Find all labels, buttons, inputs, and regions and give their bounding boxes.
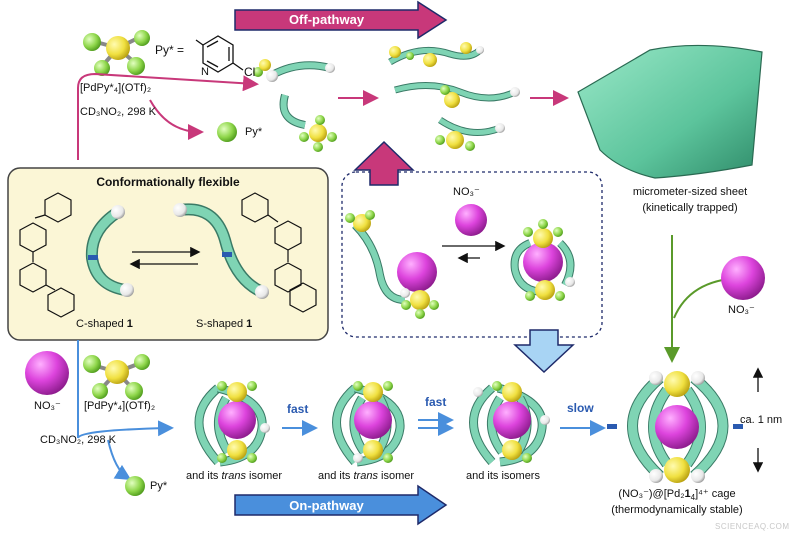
cage-formula-sub: 4 — [690, 493, 696, 503]
cage-formula: (NO₃⁻)@[Pd₂14]⁴⁺ cage — [582, 488, 772, 504]
micrometer-sheet-graphic — [577, 44, 763, 179]
final-cage — [607, 371, 743, 483]
py-star-sphere-top — [217, 122, 237, 142]
c-shaped-ligand-model — [85, 205, 134, 297]
isomer-2-italic: trans — [353, 470, 378, 482]
off-pathway-intermediate-2 — [388, 42, 520, 151]
py-release-arrow-top — [149, 99, 204, 140]
isomer-1-italic: trans — [221, 470, 246, 482]
pd-complex-top-icon — [83, 30, 150, 76]
sheet-label-line2: (kinetically trapped) — [642, 202, 738, 214]
nitrate-sphere-left — [25, 351, 69, 395]
s-shaped-label: S-shaped 1 — [196, 318, 252, 331]
cage-formula-prefix: (NO₃⁻)@[Pd₂ — [618, 488, 685, 500]
to-off-pathway-arrow — [353, 140, 415, 186]
py-star-sphere-bottom — [125, 476, 145, 496]
nitrate-ligand-intermediate-right — [510, 219, 575, 301]
isomer-1-prefix: and its — [186, 470, 219, 482]
py-star-bottom-label: Py* — [150, 480, 168, 492]
py-release-arrow-bottom — [107, 439, 132, 481]
ligand-box-title: Conformationally flexible — [96, 175, 240, 189]
nitrate-ligand-intermediate-left — [345, 210, 439, 319]
isomer-label-2: and its trans isomer — [318, 470, 414, 483]
isomer-label-1: and its trans isomer — [186, 470, 282, 483]
slow-label: slow — [567, 401, 594, 415]
off-pathway-arrow-1 — [77, 72, 259, 160]
off-pathway-intermediate-1 — [253, 59, 337, 152]
solvent-top-label: CD₃NO₂, 298 K — [80, 106, 156, 118]
isomer-2-suffix: isomer — [381, 470, 415, 482]
s-shaped-ligand-model — [173, 203, 269, 299]
off-pathway-label: Off-pathway — [288, 12, 365, 27]
pd-complex-bottom-label: [PdPy*₄](OTf)₂ — [84, 400, 156, 412]
on-pathway-arrow-1 — [77, 420, 174, 439]
cage-intermediate-2 — [332, 381, 405, 467]
isomer-2-prefix: and its — [318, 470, 351, 482]
watermark: SCIENCEAQ.COM — [715, 522, 790, 531]
nitrate-sphere-right — [721, 256, 765, 300]
cage-formula-ligand: 1 — [684, 488, 691, 500]
c-shaped-label: C-shaped 1 — [76, 318, 133, 331]
py-star-top-label: Py* — [245, 126, 263, 138]
on-pathway-banner-arrow — [234, 484, 448, 526]
sheet-label-line1: micrometer-sized sheet — [632, 186, 748, 198]
pd-complex-top-label: [PdPy*₄](OTf)₂ — [80, 82, 152, 94]
solvent-bottom-label: CD₃NO₂, 298 K — [40, 434, 116, 446]
nitrate-sphere-center — [455, 204, 487, 236]
s-shaped-ligand-structure — [241, 192, 317, 313]
cage-intermediate-1 — [194, 381, 270, 467]
c-shaped-prefix: C-shaped — [76, 318, 124, 330]
s-shaped-prefix: S-shaped — [196, 318, 244, 330]
chloro-label: Cl — [244, 65, 256, 79]
fast-label-1: fast — [287, 402, 309, 416]
pyridine-n-label: N — [201, 66, 209, 78]
cage-formula-suffix: ]⁴⁺ cage — [695, 488, 736, 500]
cage-stability-label: (thermodynamically stable) — [611, 504, 743, 516]
to-on-pathway-arrow — [513, 329, 575, 374]
py-star-definition: Py* = — [155, 43, 185, 57]
cage-intermediate-3 — [469, 381, 550, 467]
fast-label-2: fast — [425, 395, 447, 409]
cage-size-label: ca. 1 nm — [740, 414, 783, 426]
on-pathway-label: On-pathway — [289, 498, 364, 513]
isomer-1-suffix: isomer — [249, 470, 283, 482]
nitrate-center-label: NO₃⁻ — [453, 186, 480, 198]
ligand-box-frame — [7, 167, 329, 341]
isomer-label-3: and its isomers — [466, 470, 540, 482]
s-shaped-number: 1 — [246, 318, 253, 330]
c-shaped-number: 1 — [126, 318, 133, 330]
off-pathway-banner-arrow — [234, 0, 448, 40]
nitrate-left-label: NO₃⁻ — [34, 400, 61, 412]
equilibrium-dashed-box — [341, 171, 603, 338]
c-shaped-ligand-structure — [19, 192, 75, 318]
pd-complex-bottom-icon — [83, 354, 150, 400]
chloropyridine-structure — [195, 35, 244, 73]
nitrate-right-label: NO₃⁻ — [728, 304, 755, 316]
